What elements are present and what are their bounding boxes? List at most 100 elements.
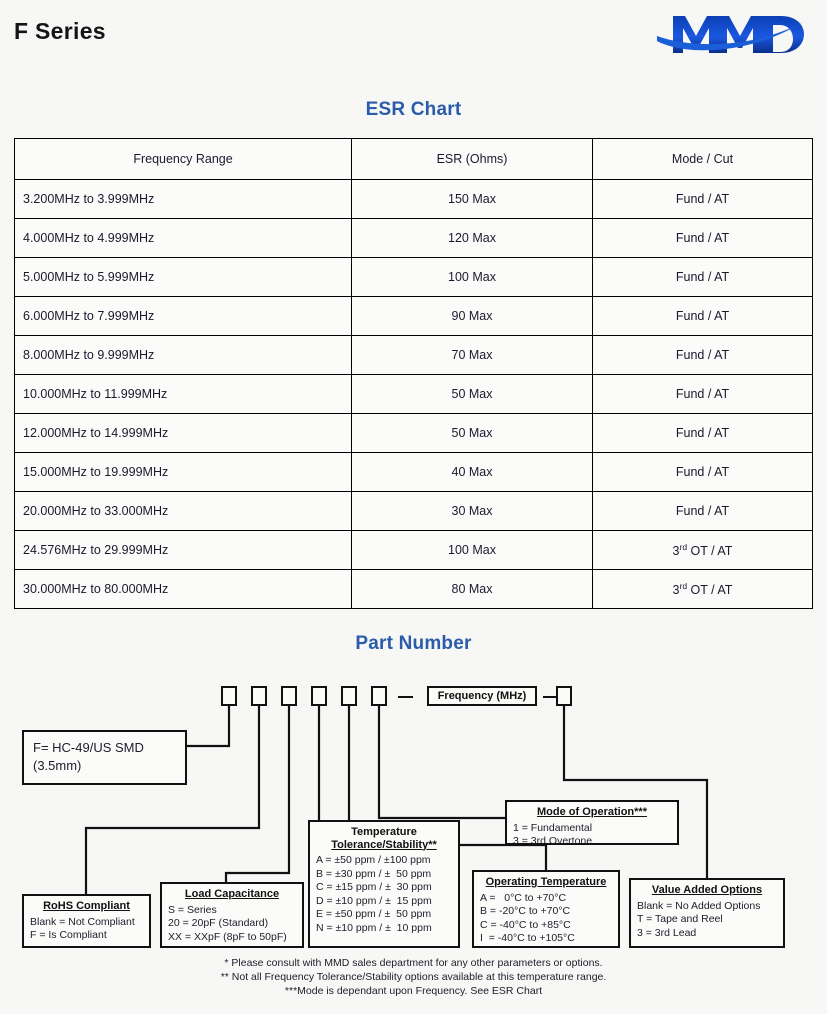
cell-frequency: 4.000MHz to 4.999MHz xyxy=(14,218,352,258)
column-header: Mode / Cut xyxy=(592,138,813,180)
cell-esr: 90 Max xyxy=(351,296,593,336)
operating-temperature-line-1: A = 0°C to +70°C xyxy=(480,891,567,904)
separator-dash-1 xyxy=(398,696,413,698)
code-box-6[interactable] xyxy=(371,686,387,706)
value-added-options-line-1: Blank = No Added Options xyxy=(637,899,761,912)
code-box-3[interactable] xyxy=(281,686,297,706)
column-header: ESR (Ohms) xyxy=(351,138,593,180)
part-number-heading: Part Number xyxy=(355,633,472,654)
load-capacitance-title: Load Capacitance xyxy=(184,888,280,900)
cell-esr: 120 Max xyxy=(351,218,593,258)
rohs-line-1: Blank = Not Compliant xyxy=(30,915,135,928)
code-box-5[interactable] xyxy=(341,686,357,706)
temperature-line-4: D = ±10 ppm / ± 15 ppm xyxy=(316,894,432,907)
cell-mode: Fund / AT xyxy=(592,374,813,414)
cell-frequency: 30.000MHz to 80.000MHz xyxy=(14,569,352,609)
cell-esr: 100 Max xyxy=(351,257,593,297)
cell-mode: Fund / AT xyxy=(592,179,813,219)
code-box-2[interactable] xyxy=(251,686,267,706)
cell-mode: 3rd OT / AT xyxy=(592,569,813,609)
cell-mode: Fund / AT xyxy=(592,491,813,531)
cell-mode: Fund / AT xyxy=(592,452,813,492)
cell-frequency: 5.000MHz to 5.999MHz xyxy=(14,257,352,297)
mmd-logo-icon xyxy=(657,16,804,53)
cell-frequency: 12.000MHz to 14.999MHz xyxy=(14,413,352,453)
temperature-tolerance-box: Temperature Tolerance/Stability** A = ±5… xyxy=(308,820,460,948)
page-title: F Series xyxy=(14,18,106,44)
cell-mode: Fund / AT xyxy=(592,296,813,336)
package-box: F= HC-49/US SMD (3.5mm) xyxy=(22,730,187,785)
value-added-options-title: Value Added Options xyxy=(651,884,763,896)
column-header: Frequency Range xyxy=(14,138,352,180)
cell-esr: 80 Max xyxy=(351,569,593,609)
cell-frequency: 10.000MHz to 11.999MHz xyxy=(14,374,352,414)
value-added-options-line-3: 3 = 3rd Lead xyxy=(637,926,697,939)
footnote-1: * Please consult with MMD sales departme… xyxy=(224,957,603,969)
temperature-line-5: E = ±50 ppm / ± 50 ppm xyxy=(316,908,432,920)
frequency-field[interactable]: Frequency (MHz) xyxy=(427,686,537,706)
operating-temperature-line-4: I = -40°C to +105°C xyxy=(480,932,575,944)
package-line-2: (3.5mm) xyxy=(33,758,82,773)
cell-esr: 30 Max xyxy=(351,491,593,531)
load-capacitance-line-3: XX = XXpF (8pF to 50pF) xyxy=(168,930,287,943)
operating-temperature-line-2: B = -20°C to +70°C xyxy=(480,905,571,917)
cell-frequency: 20.000MHz to 33.000MHz xyxy=(14,491,352,531)
load-capacitance-line-2: 20 = 20pF (Standard) xyxy=(168,917,269,929)
package-line-1: F= HC-49/US SMD xyxy=(33,740,144,755)
cell-mode: Fund / AT xyxy=(592,335,813,375)
cell-esr: 50 Max xyxy=(351,413,593,453)
load-capacitance-line-1: S = Series xyxy=(168,903,217,916)
operating-temperature-box: Operating Temperature A = 0°C to +70°C B… xyxy=(472,870,620,948)
rohs-title: RoHS Compliant xyxy=(43,900,130,912)
cell-esr: 40 Max xyxy=(351,452,593,492)
cell-frequency: 15.000MHz to 19.999MHz xyxy=(14,452,352,492)
code-box-7[interactable] xyxy=(556,686,572,706)
value-added-options-box: Value Added Options Blank = No Added Opt… xyxy=(629,878,785,948)
footnote-3: ***Mode is dependant upon Frequency. See… xyxy=(284,985,543,997)
cell-frequency: 8.000MHz to 9.999MHz xyxy=(14,335,352,375)
mode-of-operation-title: Mode of Operation*** xyxy=(536,806,647,818)
load-capacitance-box: Load Capacitance S = Series 20 = 20pF (S… xyxy=(160,882,304,948)
mode-of-operation-line-1: 1 = Fundamental xyxy=(513,821,593,834)
value-added-options-line-2: T = Tape and Reel xyxy=(637,913,723,925)
code-box-4[interactable] xyxy=(311,686,327,706)
code-box-1[interactable] xyxy=(221,686,237,706)
cell-esr: 150 Max xyxy=(351,179,593,219)
temperature-line-2: B = ±30 ppm / ± 50 ppm xyxy=(316,867,432,880)
cell-esr: 100 Max xyxy=(351,530,593,570)
operating-temperature-line-3: C = -40°C to +85°C xyxy=(480,918,571,931)
mode-of-operation-line-2: 3 = 3rd Overtone xyxy=(513,835,593,847)
temperature-line-6: N = ±10 ppm / ± 10 ppm xyxy=(316,921,432,934)
cell-frequency: 6.000MHz to 7.999MHz xyxy=(14,296,352,336)
cell-mode: Fund / AT xyxy=(592,257,813,297)
cell-frequency: 3.200MHz to 3.999MHz xyxy=(14,179,352,219)
cell-frequency: 24.576MHz to 29.999MHz xyxy=(14,530,352,570)
temperature-line-1: A = ±50 ppm / ±100 ppm xyxy=(316,854,431,866)
footnote-2: ** Not all Frequency Tolerance/Stability… xyxy=(220,971,607,983)
mmd-logo xyxy=(655,8,805,58)
temperature-line-3: C = ±15 ppm / ± 30 ppm xyxy=(316,881,432,893)
cell-mode: 3rd OT / AT xyxy=(592,530,813,570)
rohs-line-2: F = Is Compliant xyxy=(30,929,107,941)
cell-esr: 70 Max xyxy=(351,335,593,375)
rohs-box: RoHS Compliant Blank = Not Compliant F =… xyxy=(22,894,151,948)
temperature-title-line-2: Tolerance/Stability** xyxy=(331,838,437,851)
cell-mode: Fund / AT xyxy=(592,413,813,453)
footnotes: * Please consult with MMD sales departme… xyxy=(0,956,827,998)
temperature-title-line-1: Temperature xyxy=(351,826,417,838)
operating-temperature-title: Operating Temperature xyxy=(485,876,607,888)
mode-of-operation-box: Mode of Operation*** 1 = Fundamental 3 =… xyxy=(505,800,679,847)
cell-esr: 50 Max xyxy=(351,374,593,414)
